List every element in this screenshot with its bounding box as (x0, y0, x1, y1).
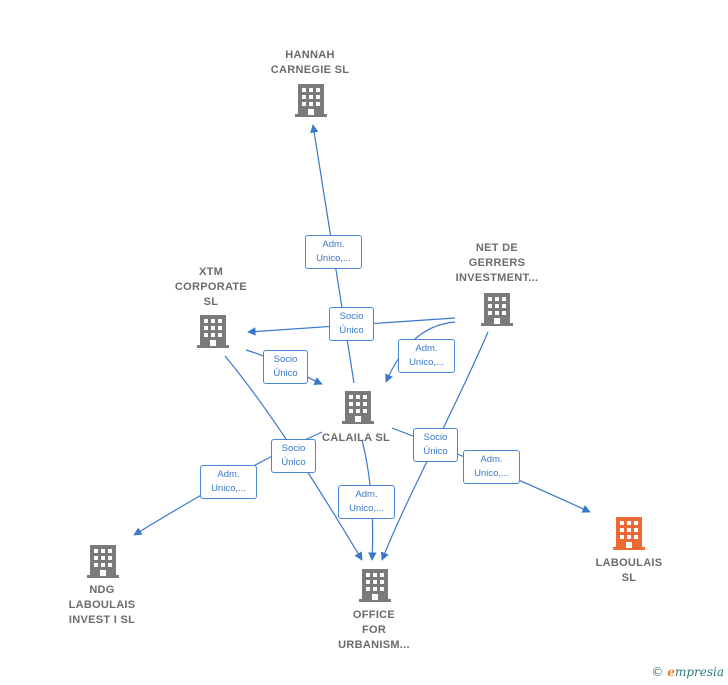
building-icon-office[interactable] (359, 569, 391, 602)
edge-label-netde-xtm[interactable]: Socio Único (329, 307, 374, 341)
building-icon-netde[interactable] (481, 293, 513, 326)
node-label-netde[interactable]: NET DE GERRERS INVESTMENT... (455, 242, 539, 284)
edge-label-xtm-office[interactable]: Socio Único (271, 439, 316, 473)
edge-label-calaila-office[interactable]: Adm. Unico,... (338, 485, 395, 519)
edge-label-calaila-laboulais[interactable]: Adm. Unico,... (463, 450, 520, 484)
node-label-calaila[interactable]: CALAILA SL (322, 432, 390, 444)
edge-label-netde-calaila[interactable]: Adm. Unico,... (398, 339, 455, 373)
building-icon-calaila[interactable] (342, 391, 374, 424)
brand-initial: e (667, 665, 675, 679)
node-label-office[interactable]: OFFICE FOR URBANISM... (338, 609, 410, 651)
building-icon-laboulais[interactable] (613, 517, 645, 550)
copyright-icon: © (651, 665, 664, 679)
edge-label-calaila-hannah[interactable]: Adm. Unico,... (305, 235, 362, 269)
empresia-logo: ©empresia (651, 665, 724, 679)
brand-name: mpresia (674, 665, 724, 679)
node-label-ndg[interactable]: NDG LABOULAIS INVEST I SL (68, 584, 136, 626)
node-label-laboulais[interactable]: LABOULAIS SL (595, 557, 663, 584)
building-icon-hannah[interactable] (295, 84, 327, 117)
edge-label-netde-office[interactable]: Socio Único (413, 428, 458, 462)
node-label-xtm[interactable]: XTM CORPORATE SL (174, 266, 248, 308)
node-label-hannah[interactable]: HANNAH CARNEGIE SL (270, 49, 350, 76)
nodes (87, 84, 645, 602)
edge-label-xtm-calaila[interactable]: Socio Único (263, 350, 308, 384)
building-icon-ndg[interactable] (87, 545, 119, 578)
edge-label-calaila-ndg[interactable]: Adm. Unico,... (200, 465, 257, 499)
building-icon-xtm[interactable] (197, 315, 229, 348)
